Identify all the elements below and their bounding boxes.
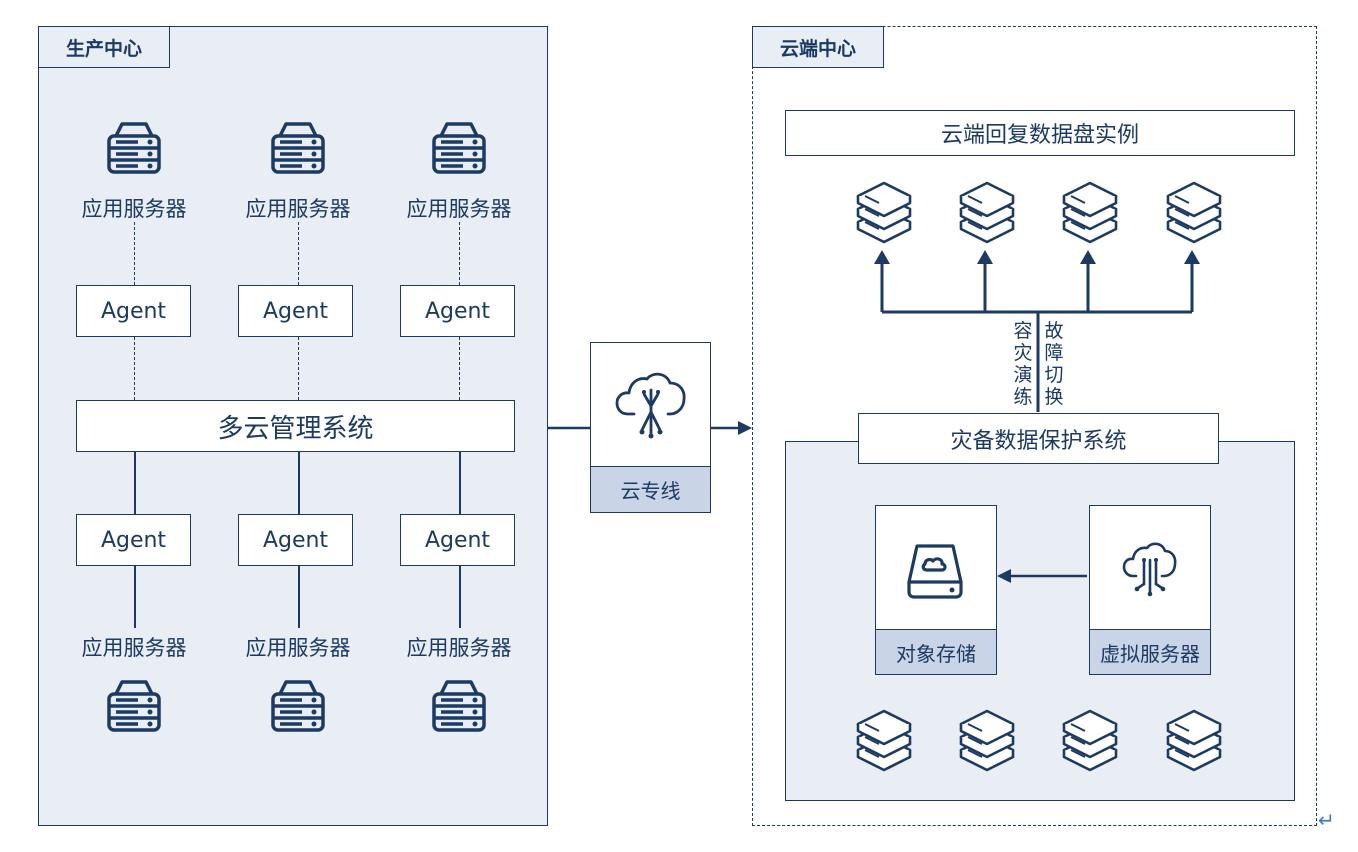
dashed-connector [459, 222, 460, 285]
server-icon [432, 122, 486, 174]
solid-connector [134, 566, 136, 628]
server-icon [271, 680, 325, 732]
stacked-server-icon [856, 709, 912, 772]
agent-box: Agent [238, 285, 353, 337]
solid-connector [459, 452, 461, 514]
dashed-connector [298, 222, 299, 285]
cloud-center-title: 云端中心 [752, 26, 884, 68]
dashed-connector [134, 222, 135, 285]
stacked-server-icon [959, 709, 1015, 772]
app-server-label: 应用服务器 [245, 636, 351, 660]
solid-connector [459, 566, 461, 628]
stacked-server-icon [1166, 709, 1222, 772]
cloud-link-label: 云专线 [590, 466, 711, 513]
server-icon [432, 680, 486, 732]
agent-box: Agent [76, 514, 191, 566]
cloud-network-icon [615, 372, 686, 439]
stacked-server-icon [856, 181, 912, 244]
link-arrow [548, 421, 752, 435]
stacked-server-icon [1062, 181, 1118, 244]
app-server-label: 应用服务器 [81, 197, 187, 221]
agent-box: Agent [400, 285, 515, 337]
agent-box: Agent [76, 285, 191, 337]
stacked-server-icon [959, 181, 1015, 244]
app-server-label: 应用服务器 [406, 197, 512, 221]
agent-box: Agent [400, 514, 515, 566]
dashed-connector [459, 337, 460, 400]
app-server-label: 应用服务器 [406, 636, 512, 660]
virtual-server-label: 虚拟服务器 [1089, 629, 1211, 675]
storage-arrow [997, 569, 1087, 583]
app-server-label: 应用服务器 [81, 636, 187, 660]
dr-drill-label: 容灾演练 [1013, 320, 1033, 408]
solid-connector [134, 452, 136, 514]
stacked-server-icon [1062, 709, 1118, 772]
solid-connector [298, 566, 300, 628]
dr-data-protection-system: 灾备数据保护系统 [858, 413, 1219, 464]
dashed-connector [298, 337, 299, 400]
server-icon [107, 122, 161, 174]
cloud-network-icon [1122, 542, 1177, 597]
return-arrow-icon: ↵ [1318, 808, 1335, 832]
failover-label: 故障切换 [1044, 320, 1064, 408]
failover-branch-arrows [874, 250, 1200, 412]
dashed-connector [134, 337, 135, 400]
agent-box: Agent [238, 514, 353, 566]
production-center-title: 生产中心 [38, 26, 170, 68]
solid-connector [298, 452, 300, 514]
storage-drive-icon [907, 544, 963, 599]
server-icon [107, 680, 161, 732]
app-server-label: 应用服务器 [245, 197, 351, 221]
cloud-recovery-instances-box: 云端回复数据盘实例 [785, 110, 1295, 156]
object-storage-label: 对象存储 [875, 629, 997, 675]
multi-cloud-management-system: 多云管理系统 [76, 400, 515, 452]
server-icon [271, 122, 325, 174]
stacked-server-icon [1166, 181, 1222, 244]
